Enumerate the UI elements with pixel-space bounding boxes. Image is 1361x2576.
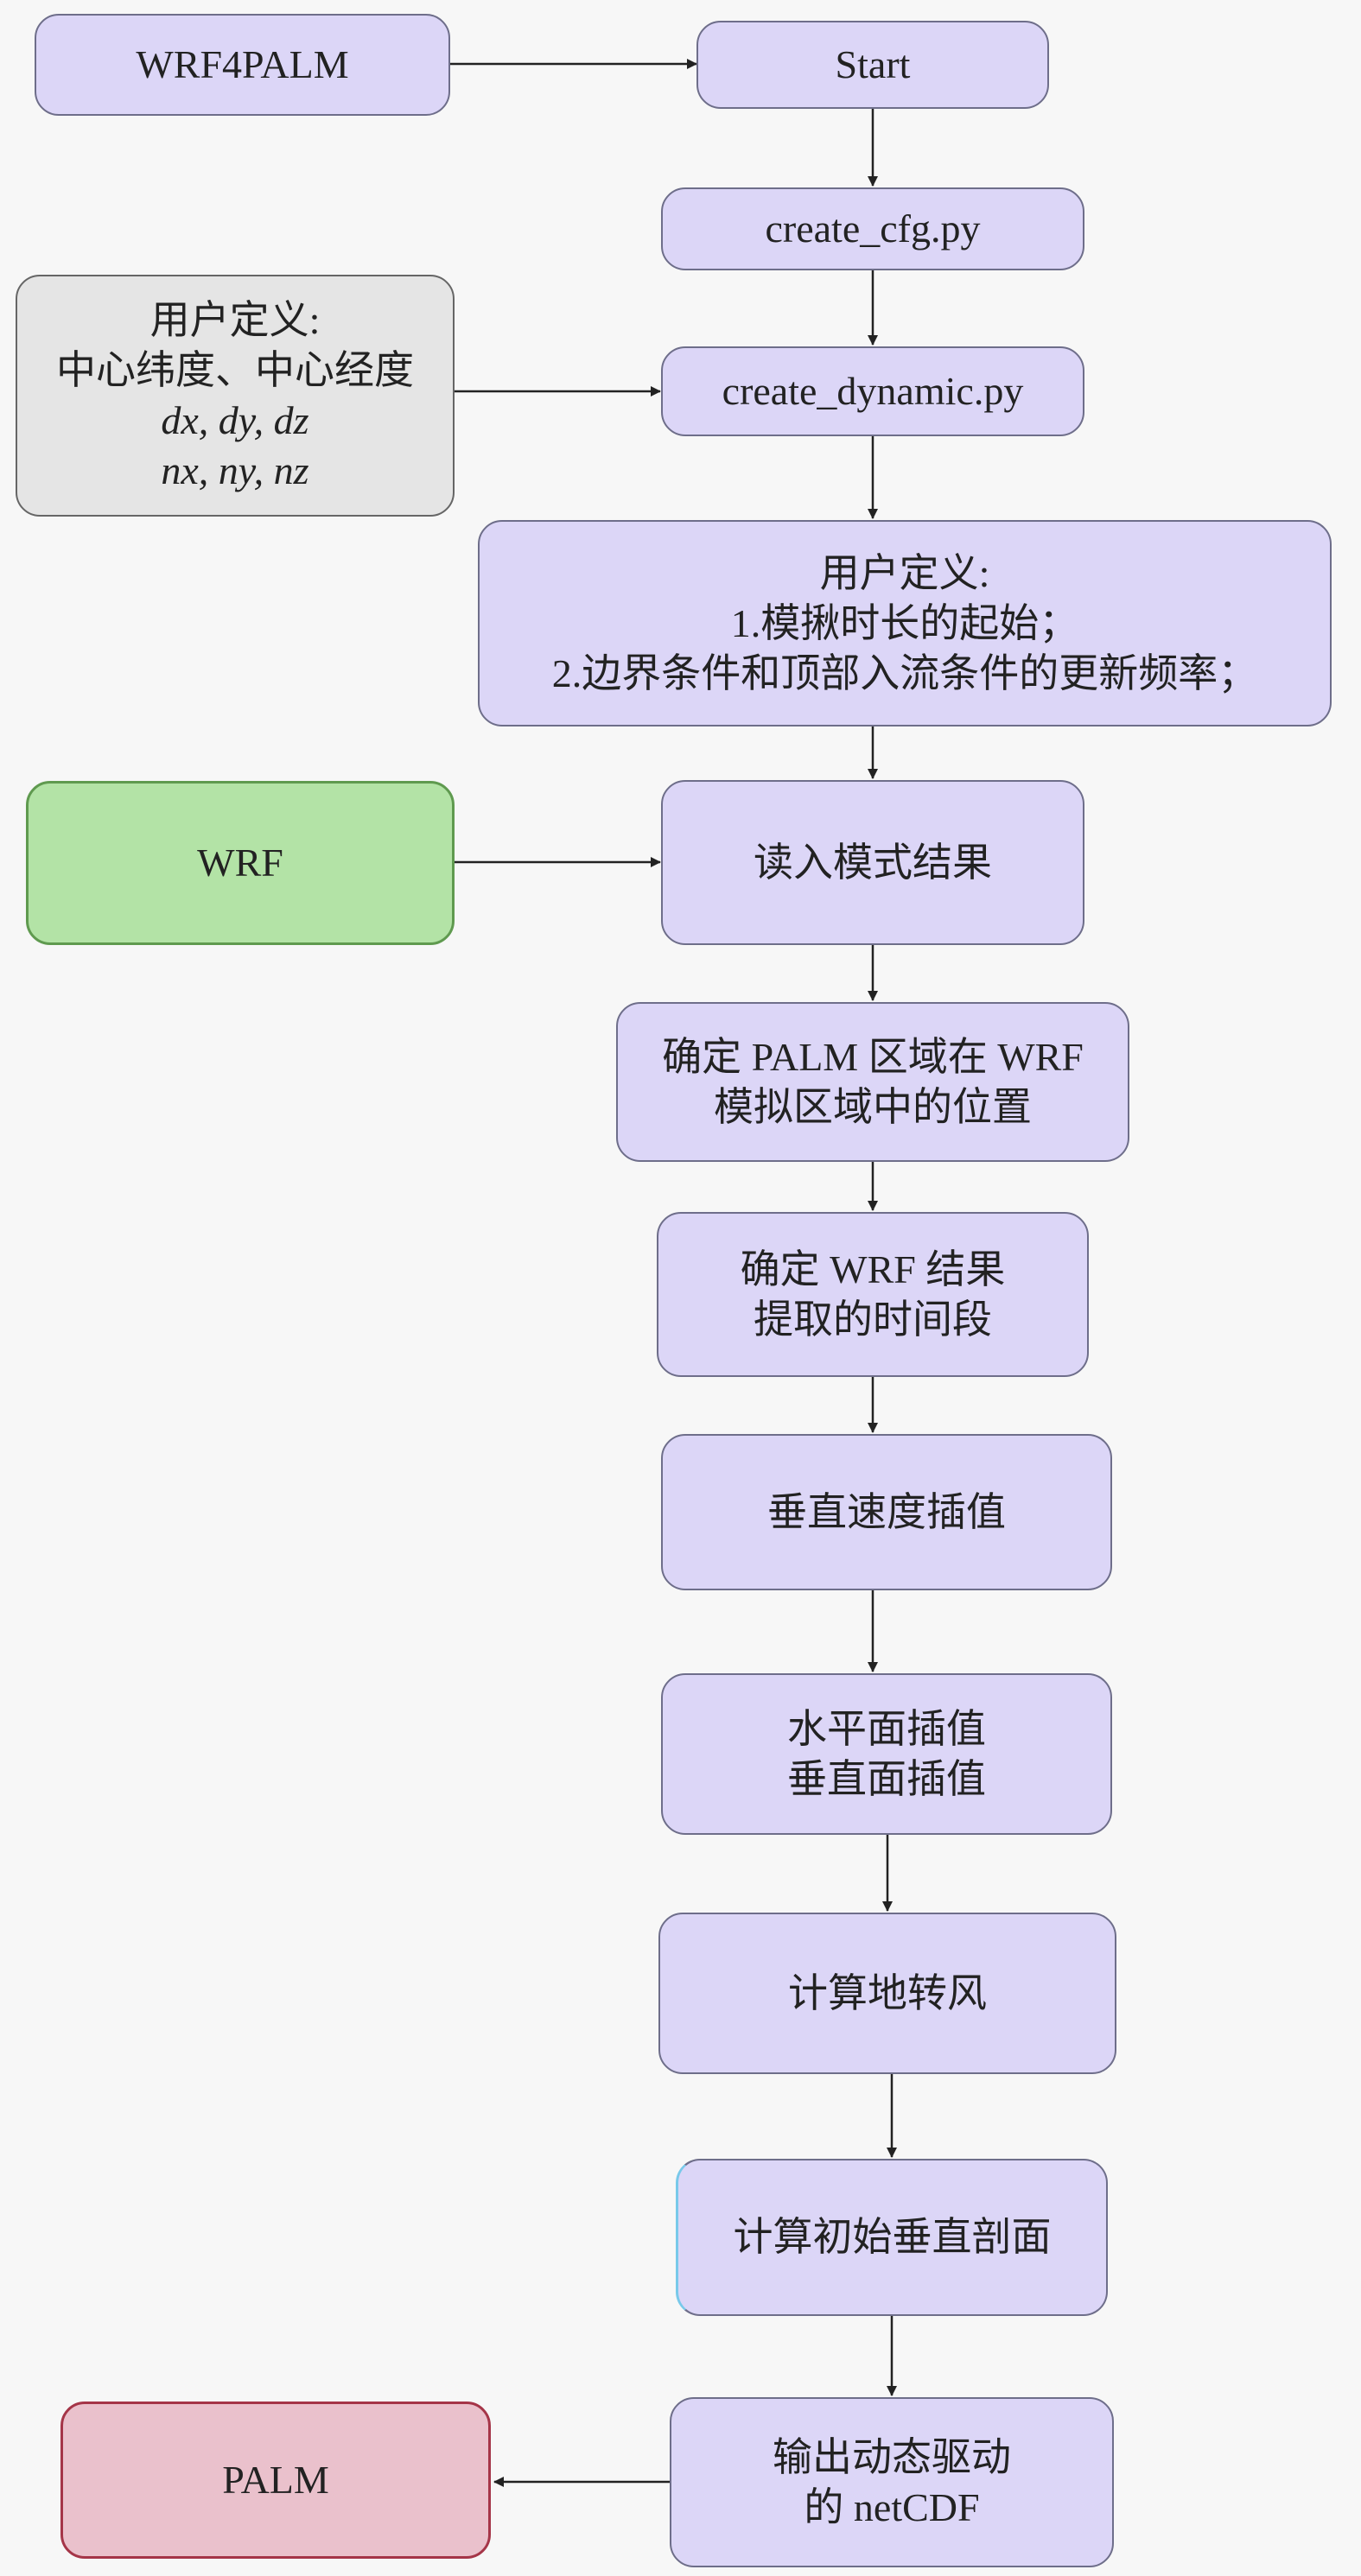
vertical-velocity-interp-node: 垂直速度插值 (661, 1434, 1112, 1590)
vertical-velocity-label: 垂直速度插值 (767, 1489, 1006, 1534)
user-def2-line2: 2.边界条件和顶部入流条件的更新频率； (551, 650, 1258, 695)
read-model-label: 读入模式结果 (754, 840, 992, 885)
create-dynamic-node: create_dynamic.py (661, 346, 1084, 436)
output-line2: 的 netCDF (804, 2484, 980, 2529)
user-definition-grid-node: 用户定义: 中心纬度、中心经度 dx, dy, dz nx, ny, nz (16, 275, 455, 517)
user-definition-time-node: 用户定义: 1.模揪时长的起始； 2.边界条件和顶部入流条件的更新频率； (478, 520, 1332, 726)
locate-palm-line1: 确定 PALM 区域在 WRF (662, 1034, 1084, 1079)
time-period-line2: 提取的时间段 (754, 1297, 992, 1342)
create-cfg-label: create_cfg.py (765, 206, 981, 251)
output-line1: 输出动态驱动 (773, 2434, 1011, 2479)
user-def-spacing: dx, dy, dz (161, 398, 309, 442)
initial-profile-label: 计算初始垂直剖面 (733, 2215, 1052, 2259)
geostrophic-wind-node: 计算地转风 (658, 1913, 1116, 2074)
read-model-results-node: 读入模式结果 (661, 780, 1084, 945)
plane-interp-node: 水平面插值 垂直面插值 (661, 1673, 1112, 1835)
user-def2-title: 用户定义: (819, 550, 990, 595)
locate-palm-domain-node: 确定 PALM 区域在 WRF 模拟区域中的位置 (616, 1002, 1129, 1162)
wrf4palm-label: WRF4PALM (136, 42, 349, 86)
geostrophic-label: 计算地转风 (788, 1970, 987, 2015)
start-node: Start (696, 21, 1049, 109)
wrf4palm-node: WRF4PALM (35, 14, 450, 116)
plane-interp-line2: 垂直面插值 (787, 1756, 986, 1801)
plane-interp-line1: 水平面插值 (787, 1706, 986, 1751)
create-cfg-node: create_cfg.py (661, 187, 1084, 270)
wrf-node: WRF (26, 781, 455, 945)
locate-palm-line2: 模拟区域中的位置 (713, 1084, 1032, 1129)
wrf-label: WRF (197, 841, 283, 885)
palm-label: PALM (222, 2458, 329, 2502)
user-def2-line1: 1.模揪时长的起始； (730, 600, 1079, 645)
time-period-line1: 确定 WRF 结果 (740, 1247, 1006, 1291)
create-dynamic-label: create_dynamic.py (722, 369, 1024, 413)
start-label: Start (835, 42, 911, 86)
palm-node: PALM (60, 2402, 491, 2559)
user-def-center-coords: 中心纬度、中心经度 (56, 348, 414, 392)
user-def-grid-count: nx, ny, nz (161, 448, 309, 492)
initial-profile-node: 计算初始垂直剖面 (676, 2159, 1108, 2316)
extract-time-period-node: 确定 WRF 结果 提取的时间段 (657, 1212, 1089, 1377)
output-netcdf-node: 输出动态驱动 的 netCDF (670, 2397, 1114, 2567)
user-def-title: 用户定义: (149, 298, 321, 342)
